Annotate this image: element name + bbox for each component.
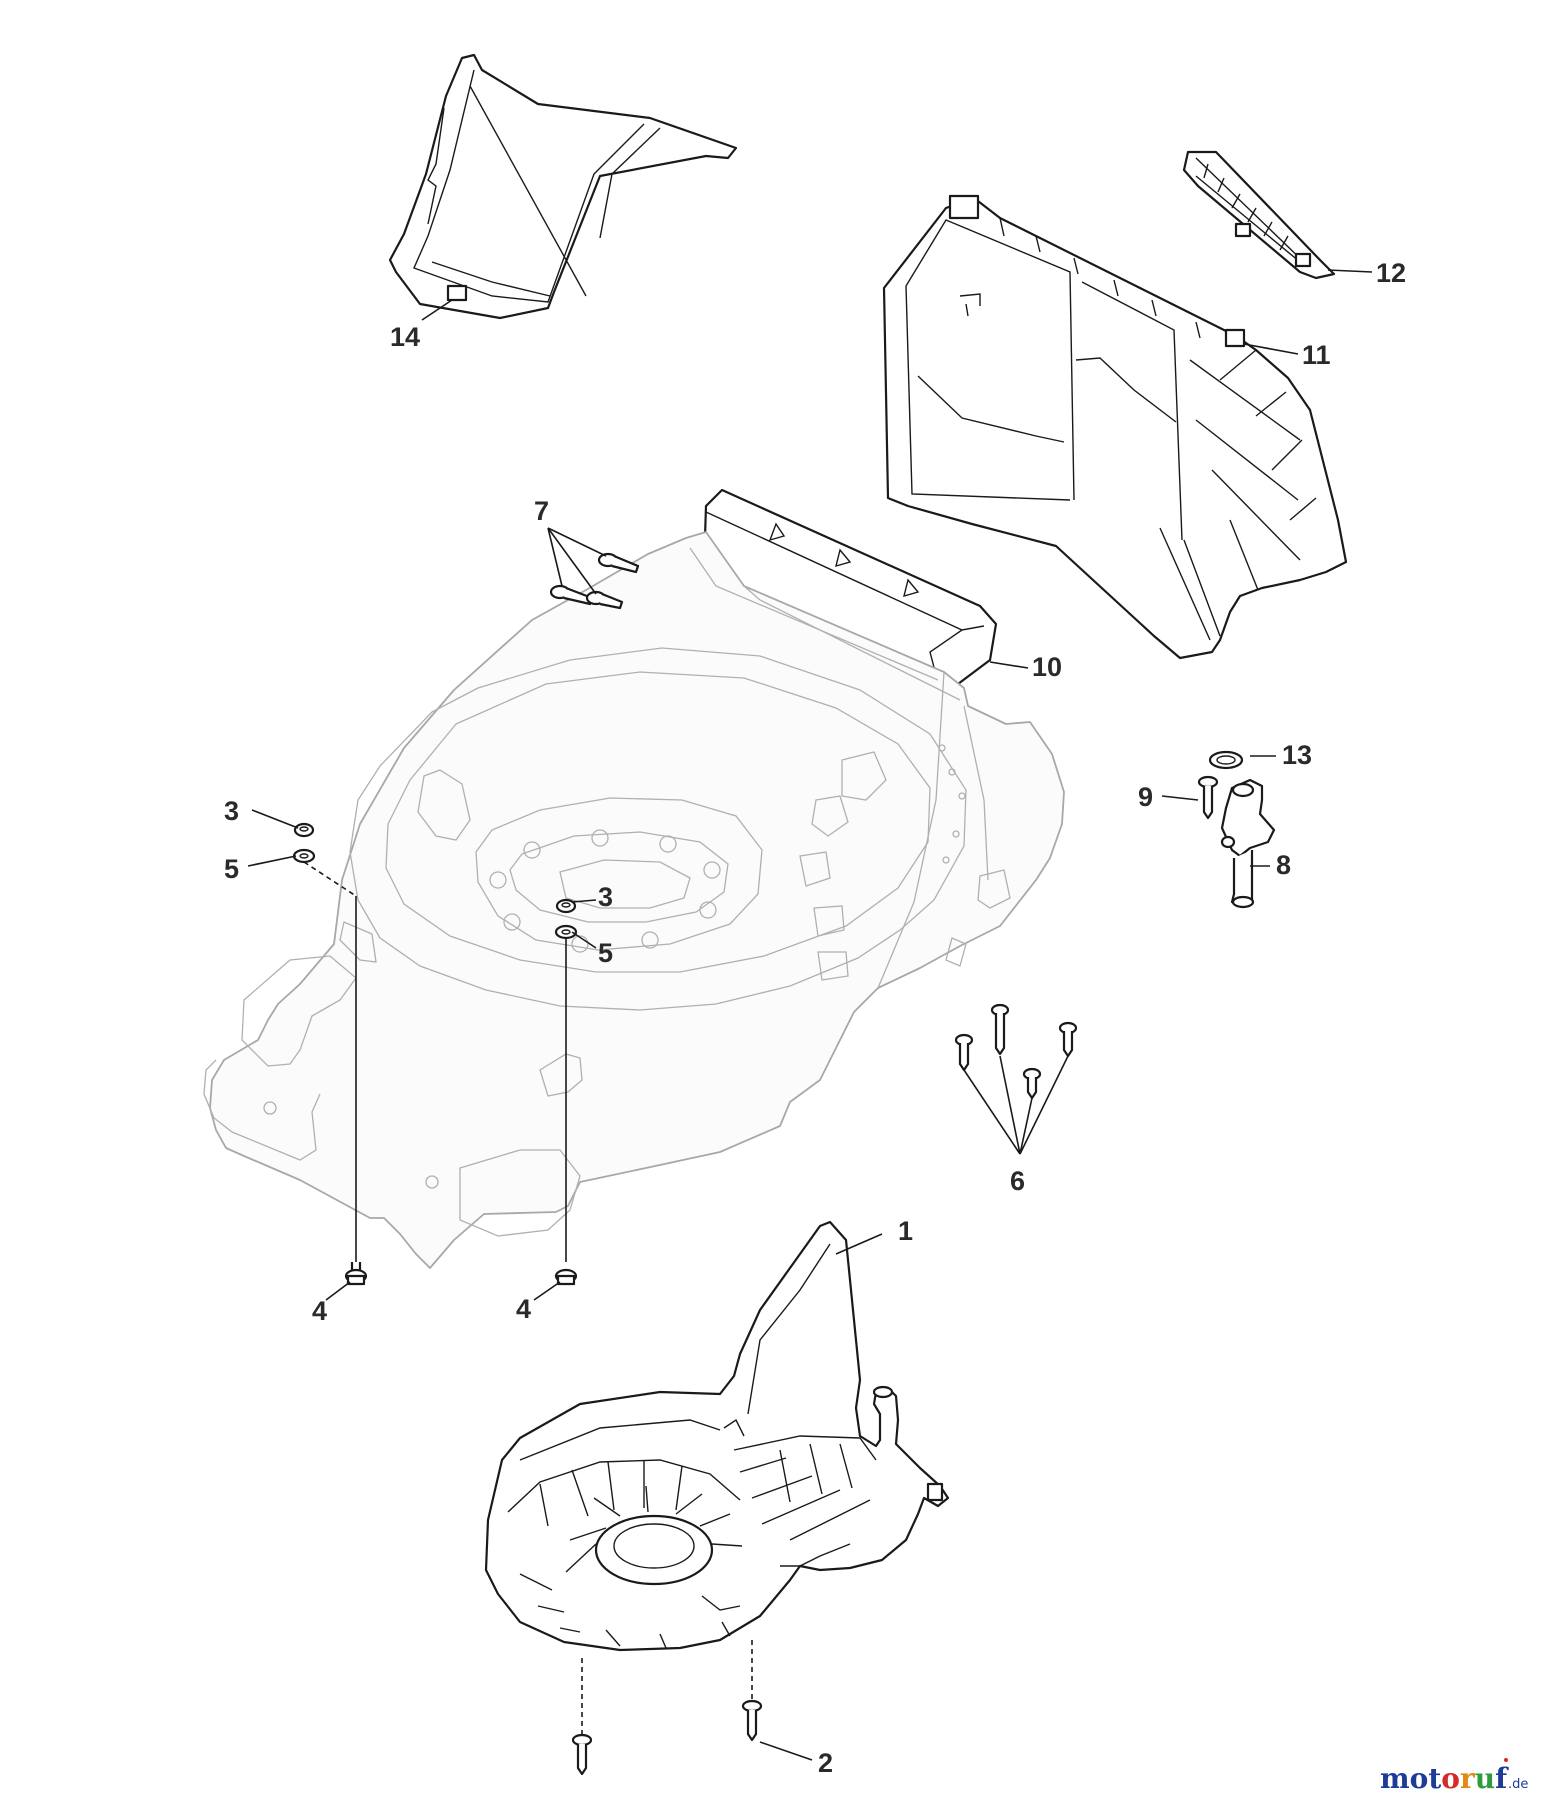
callout-6: 6	[1010, 1166, 1025, 1196]
part-11-grass-catcher-frame	[882, 194, 1348, 660]
motoruf-wordmark-letter: u	[1475, 1762, 1495, 1795]
motoruf-wordmark-letter: o	[1441, 1762, 1460, 1795]
part-6-screws	[954, 1003, 1078, 1100]
part-12-grille	[1182, 150, 1336, 280]
motoruf-wordmark-letter: o	[1410, 1762, 1429, 1795]
motoruf-wordmark-letter: r	[1460, 1762, 1476, 1795]
part-4-bolt-left	[303, 861, 368, 1286]
part-13-washer-hole	[1216, 755, 1236, 765]
callout-4-left: 4	[312, 1296, 327, 1326]
callout-labels: 1 2 3 3 4 4 5 5 6 7 8 9 10 11 12 13 14	[224, 258, 1406, 1778]
callout-11: 11	[1302, 340, 1331, 370]
part-13-washer	[1208, 750, 1244, 770]
callout-10: 10	[1032, 652, 1062, 682]
part-2-screws	[571, 1640, 763, 1776]
callout-13: 13	[1282, 740, 1312, 770]
part-5-washer-left	[292, 848, 316, 864]
logo-dot-icon	[1504, 1758, 1508, 1762]
callout-5-centre: 5	[598, 938, 613, 968]
callout-8: 8	[1276, 850, 1291, 880]
callout-5-left: 5	[224, 854, 239, 884]
callout-7: 7	[534, 496, 549, 526]
callout-12: 12	[1376, 258, 1406, 288]
callout-3-left: 3	[224, 796, 239, 826]
motoruf-wordmark-letter: t	[1428, 1762, 1441, 1795]
callout-9: 9	[1138, 782, 1153, 812]
motoruf-tld: .de	[1508, 1777, 1528, 1792]
callout-4-centre: 4	[516, 1294, 531, 1324]
callout-1: 1	[898, 1216, 913, 1246]
part-4-bolt-centre	[554, 938, 578, 1286]
motoruf-logo: motoruf .de	[1380, 1758, 1528, 1795]
callout-2: 2	[818, 1748, 833, 1778]
leader-lines	[247, 269, 1373, 1761]
callout-14: 14	[390, 322, 420, 352]
part-8-axle-lever	[1220, 778, 1276, 909]
part-9-screw	[1197, 775, 1219, 820]
part-7-screws	[549, 552, 640, 610]
callout-3-centre: 3	[598, 882, 613, 912]
motoruf-wordmark-letter: f	[1495, 1762, 1509, 1795]
svg-text:motoruf: motoruf	[1380, 1762, 1509, 1795]
part-14-rear-flap	[388, 53, 738, 320]
part-1-blade-baffle	[484, 1220, 950, 1652]
part-3-nut-centre	[555, 898, 577, 914]
part-3-nut-left	[293, 822, 315, 838]
motoruf-wordmark-letter: m	[1380, 1762, 1410, 1795]
